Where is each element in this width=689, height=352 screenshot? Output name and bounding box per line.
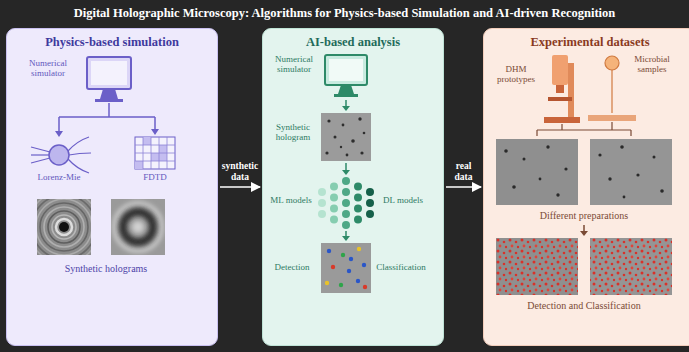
edge-label: synthetic data xyxy=(215,161,265,182)
item-label: Synthetic holograms xyxy=(16,263,196,274)
sample-image xyxy=(496,139,578,205)
item-label: ML models xyxy=(267,196,315,206)
branch-arrowheads xyxy=(55,129,159,137)
panel-heading: Experimental datasets xyxy=(484,35,689,50)
section-panel: AI-based analysisNumerical simulatorSynt… xyxy=(262,28,444,346)
item-label: Synthetic hologram xyxy=(267,123,319,143)
item-label: Detection xyxy=(265,263,319,273)
monitor-icon xyxy=(325,55,367,97)
monitor-icon xyxy=(87,57,131,102)
panel-heading: AI-based analysis xyxy=(263,35,443,50)
flow-arrow xyxy=(220,186,260,188)
section-panel: Physics-based simulationNumerical simula… xyxy=(6,28,218,346)
hologram-image xyxy=(111,199,165,255)
sample-image xyxy=(590,139,672,205)
sample-icon xyxy=(588,56,636,121)
item-label: Microbial samples xyxy=(624,55,680,75)
fdtd-grid-icon xyxy=(135,137,175,169)
detection-image xyxy=(321,243,371,293)
bracket-lines xyxy=(537,122,631,136)
detection-image xyxy=(496,238,578,295)
item-label: DL models xyxy=(379,196,427,206)
microscope-icon xyxy=(544,55,580,123)
branch-arrows xyxy=(59,103,155,132)
section-panel: Experimental datasetsDHM prototypes Micro… xyxy=(483,28,689,346)
item-label: DHM prototypes xyxy=(488,65,544,85)
detection-image xyxy=(590,238,672,295)
edge-label: real data xyxy=(448,161,480,182)
item-label: Lorenz-Mie xyxy=(29,173,89,183)
panel-heading: Physics-based simulation xyxy=(7,35,217,50)
item-label: Detection and Classification xyxy=(492,300,676,311)
hologram-image xyxy=(321,113,371,161)
lorenz-mie-icon xyxy=(31,137,91,173)
item-label: Numerical simulator xyxy=(15,59,81,79)
flow-arrow xyxy=(446,186,481,188)
item-label: Numerical simulator xyxy=(267,55,321,75)
item-label: Different preparations xyxy=(492,210,676,221)
hologram-image xyxy=(37,199,91,255)
ai-illustration xyxy=(263,29,431,347)
diagram-title: Digital Holographic Microscopy: Algorith… xyxy=(0,6,689,21)
neural-network-icon xyxy=(318,177,374,229)
item-label: FDTD xyxy=(125,173,185,183)
item-label: Classification xyxy=(373,263,429,273)
flow-arrow xyxy=(580,225,588,236)
